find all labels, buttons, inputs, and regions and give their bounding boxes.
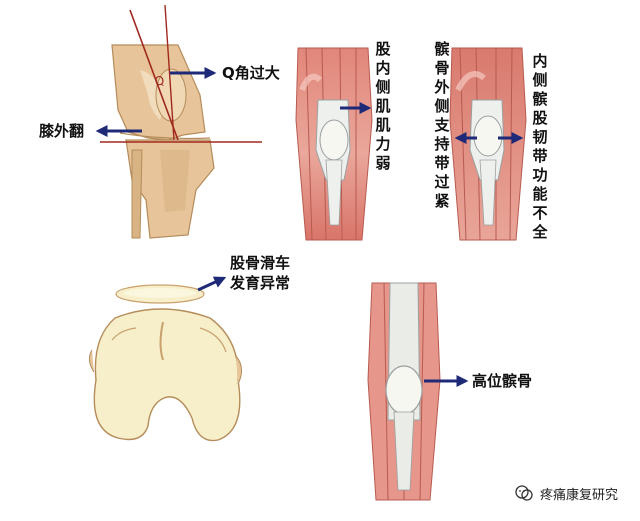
- tibial-axis-line: [164, 4, 175, 141]
- patella-alta-label: 高位髌骨: [472, 372, 533, 390]
- femoral-condyles: [93, 308, 241, 442]
- vmo-muscle-panel: [295, 47, 373, 241]
- watermark-text: 疼痛康复研究: [539, 487, 618, 503]
- trochlea-panel: [88, 276, 242, 442]
- q-angle-label: Q角过大: [222, 64, 280, 82]
- fibula: [131, 149, 143, 239]
- mpfl-label: 内侧髌股韧带功能不全: [532, 52, 548, 241]
- wechat-icon: [515, 485, 533, 501]
- high-riding-patella: [385, 365, 423, 415]
- lateral-retinaculum-label: 髌骨外侧支持带过紧: [434, 40, 450, 210]
- knee-bone-panel: Q: [95, 4, 262, 239]
- watermark: 疼痛康复研究: [514, 483, 618, 503]
- quadriceps-axis-line: [129, 9, 179, 141]
- genu-valgum-label: 膝外翻: [39, 122, 85, 140]
- q-angle-mark: Q: [153, 73, 166, 89]
- patella-alta-panel: [367, 282, 469, 501]
- trochlea-arrow: [197, 276, 227, 292]
- trochlea-label-line2: 发育异常: [230, 274, 291, 292]
- trochlea-label-line1: 股骨滑车: [230, 254, 291, 272]
- vmo-weak-label: 股内侧肌肌力弱: [375, 40, 391, 172]
- retinaculum-panel: [449, 47, 527, 241]
